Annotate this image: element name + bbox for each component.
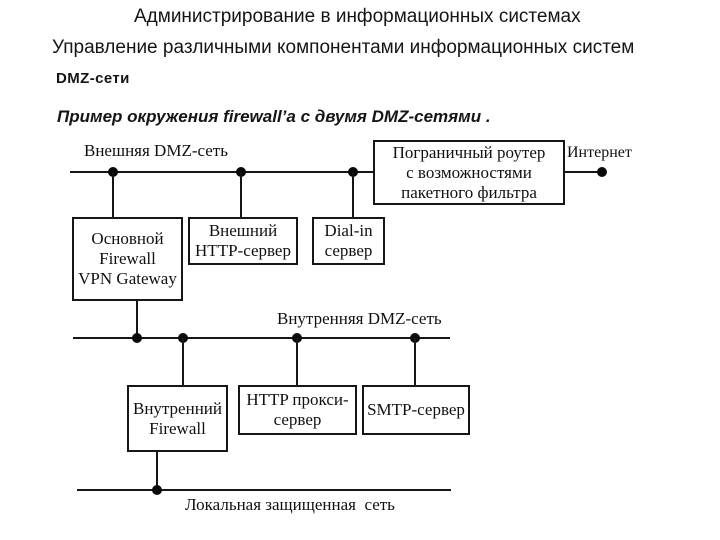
node-label-line: Основной bbox=[91, 229, 164, 248]
node-label-line: VPN Gateway bbox=[78, 269, 177, 288]
connector-line bbox=[112, 172, 114, 217]
internet-link-line bbox=[565, 171, 602, 173]
external-dmz-label: Внешняя DMZ-сеть bbox=[84, 141, 228, 160]
node-label-line: сервер bbox=[324, 241, 373, 260]
node-external-http-server: Внешний HTTP-сервер bbox=[188, 217, 298, 265]
local-network-bus-line bbox=[77, 489, 451, 491]
node-label-line: Внешний bbox=[208, 221, 278, 240]
node-label-line: HTTP-сервер bbox=[195, 241, 291, 260]
node-http-proxy-server: HTTP прокси- сервер bbox=[238, 385, 357, 435]
connector-line bbox=[352, 172, 354, 217]
node-label-line: HTTP прокси- bbox=[246, 390, 349, 409]
connector-line bbox=[182, 338, 184, 385]
node-dialin-server: Dial-in сервер bbox=[312, 217, 385, 265]
internal-dmz-bus-line bbox=[73, 337, 450, 339]
node-label-line: Внутренний bbox=[132, 398, 222, 418]
node-main-firewall: Основной Firewall VPN Gateway bbox=[72, 217, 183, 301]
internet-label: Интернет bbox=[567, 144, 632, 161]
figure-caption: Пример окружения firewall’а с двумя DMZ-… bbox=[57, 107, 491, 126]
node-internal-firewall: Внутренний Firewall bbox=[127, 385, 228, 452]
connector-line bbox=[296, 338, 298, 385]
node-label-line: с возможностями bbox=[406, 162, 532, 182]
node-smtp-server: SMTP-сервер bbox=[362, 385, 470, 435]
slide-title: Администрирование в информационных систе… bbox=[134, 6, 581, 27]
node-label-line: Пограничный роутер bbox=[392, 142, 546, 162]
connector-line bbox=[240, 172, 242, 217]
section-heading: DMZ-сети bbox=[56, 70, 130, 87]
node-label-line: SMTP-сервер bbox=[367, 400, 465, 419]
internet-node-dot bbox=[597, 167, 607, 177]
connector-line bbox=[414, 338, 416, 385]
node-label-line: Firewall bbox=[149, 418, 206, 438]
internal-dmz-tap-dot bbox=[132, 333, 142, 343]
node-label-line: пакетного фильтра bbox=[401, 182, 537, 202]
node-label-line: сервер bbox=[273, 410, 322, 429]
local-network-label: Локальная защищенная сеть bbox=[185, 495, 395, 514]
local-network-tap-dot bbox=[152, 485, 162, 495]
node-border-router: Пограничный роутер с возможностями пакет… bbox=[373, 140, 565, 205]
internal-dmz-label: Внутренняя DMZ-сеть bbox=[277, 309, 442, 328]
node-label-line: Dial-in bbox=[324, 221, 373, 240]
connector-line bbox=[136, 301, 138, 338]
slide-subtitle: Управление различными компонентами инфор… bbox=[52, 37, 635, 58]
connector-line bbox=[156, 452, 158, 490]
node-label-line: Firewall bbox=[99, 249, 156, 268]
external-dmz-bus-line bbox=[70, 171, 373, 173]
